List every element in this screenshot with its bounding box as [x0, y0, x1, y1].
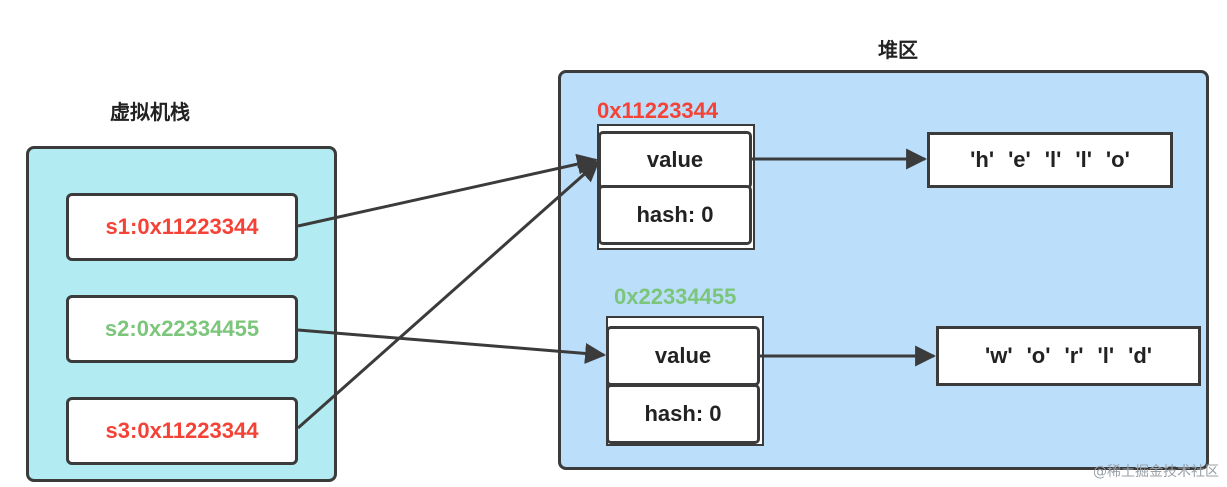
char-item: 'l': [1097, 343, 1115, 368]
stack-var-s3: s3:0x11223344: [66, 397, 298, 465]
char-item: 'l': [1075, 147, 1092, 172]
arrow-s3-to-object-1: [297, 160, 600, 430]
char-item: 'd': [1128, 343, 1152, 368]
stack-label: 虚拟机栈: [110, 100, 190, 124]
stack-var-s2: s2:0x22334455: [66, 295, 298, 363]
char-item: 'h': [970, 147, 995, 172]
heap-object-2-value-field: value: [606, 326, 760, 386]
char-item: 'l': [1044, 147, 1062, 172]
arrow-s1-to-object-1: [297, 153, 599, 228]
heap-object-1-value-field: value: [598, 131, 752, 189]
heap-char-array-1: 'h' 'e' 'l' 'l' 'o': [927, 132, 1173, 188]
heap-char-array-2: 'w' 'o' 'r' 'l' 'd': [936, 326, 1201, 386]
char-item: 'o': [1026, 343, 1051, 368]
char-item: 'o': [1105, 147, 1130, 172]
heap-label: 堆区: [878, 38, 918, 62]
heap-object-1-hash-field: hash: 0: [598, 185, 752, 245]
heap-object-1-address: 0x11223344: [597, 98, 719, 123]
heap-object-2-address: 0x22334455: [614, 284, 737, 309]
watermark: @稀土掘金技术社区: [1093, 464, 1219, 480]
char-item: 'r': [1064, 343, 1084, 368]
char-item: 'e': [1008, 147, 1031, 172]
char-item: 'w': [985, 343, 1013, 368]
stack-var-s1: s1:0x11223344: [66, 193, 298, 261]
heap-object-2-hash-field: hash: 0: [606, 384, 760, 444]
